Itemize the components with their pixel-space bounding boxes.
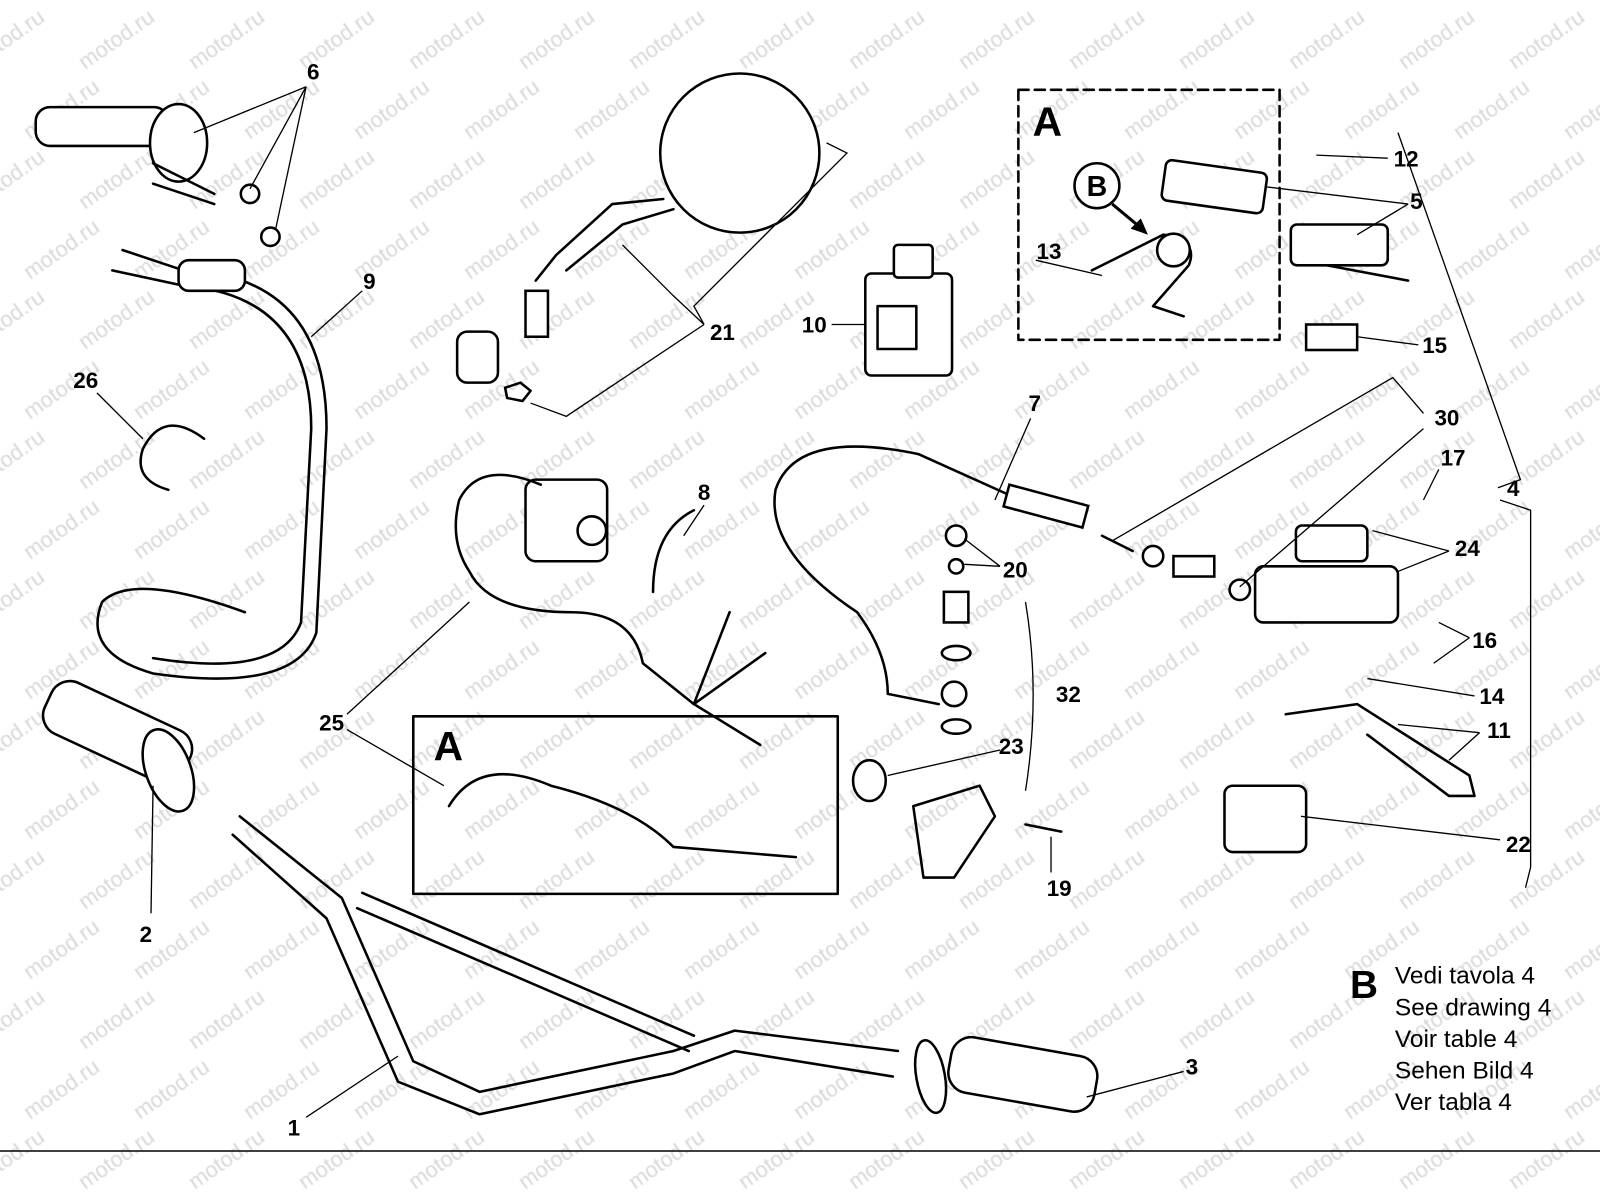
- legend-key: B: [1350, 964, 1378, 1007]
- throttle-cable: [96, 248, 328, 680]
- part-number-23: 23: [999, 734, 1024, 759]
- retaining-clip: [139, 424, 206, 492]
- part-number-17: 17: [1441, 445, 1466, 470]
- part-number-22: 22: [1506, 832, 1531, 857]
- arrowhead-icon: [1130, 218, 1148, 235]
- legend-line: Vedi tavola 4: [1395, 963, 1535, 990]
- part-number-13: 13: [1036, 239, 1061, 264]
- left-grip: [41, 679, 196, 813]
- legend-line: See drawing 4: [1395, 994, 1551, 1021]
- part-number-11: 11: [1487, 718, 1511, 743]
- legend: B Vedi tavola 4 See drawing 4 Voir table…: [1350, 963, 1551, 1117]
- legend-line: Voir table 4: [1395, 1026, 1517, 1053]
- legend-line: Ver tabla 4: [1395, 1089, 1512, 1116]
- part-number-32: 32: [1056, 682, 1081, 707]
- detail-a-label-bottom: A: [434, 723, 463, 769]
- switch-variant-a: [447, 773, 798, 859]
- part-number-30: 30: [1434, 406, 1459, 431]
- switch-assembly: [454, 473, 767, 747]
- detail-a-label-top: A: [1033, 99, 1062, 145]
- leader-lines: [96, 86, 1532, 1118]
- detail-b-circle: [1073, 161, 1121, 210]
- brake-hose: [773, 445, 1090, 708]
- part-number-5: 5: [1410, 189, 1422, 214]
- part-number-7: 7: [1028, 391, 1040, 416]
- handlebar: [231, 815, 900, 1116]
- part-number-4: 4: [1507, 476, 1520, 501]
- detail-b-label: B: [1087, 171, 1108, 203]
- part-number-3: 3: [1186, 1054, 1198, 1079]
- part-number-15: 15: [1422, 333, 1447, 358]
- mirror: [455, 72, 821, 403]
- part-number-9: 9: [363, 269, 375, 294]
- part-number-19: 19: [1047, 876, 1072, 901]
- part-number-26: 26: [73, 368, 98, 393]
- master-cylinder: [1090, 158, 1476, 854]
- detail-box-a-top: [1017, 88, 1281, 342]
- part-number-6: 6: [307, 60, 319, 85]
- part-number-24: 24: [1455, 536, 1480, 561]
- part-number-12: 12: [1394, 146, 1419, 171]
- right-grip: [913, 1035, 1099, 1115]
- part-number-10: 10: [802, 313, 827, 338]
- part-number-20: 20: [1003, 558, 1028, 583]
- legend-line: Sehen Bild 4: [1395, 1058, 1534, 1085]
- part-number-2: 2: [140, 922, 152, 947]
- part-number-21: 21: [710, 320, 735, 345]
- fluid-bottle: [864, 243, 954, 377]
- detail-box-a-bottom: [411, 715, 840, 896]
- part-number-8: 8: [698, 480, 710, 505]
- part-number-1: 1: [288, 1116, 300, 1141]
- throttle-grip: [34, 102, 281, 248]
- part-number-14: 14: [1479, 684, 1504, 709]
- small-fittings: [851, 524, 1252, 879]
- part-number-25: 25: [319, 711, 344, 736]
- part-number-16: 16: [1472, 628, 1497, 653]
